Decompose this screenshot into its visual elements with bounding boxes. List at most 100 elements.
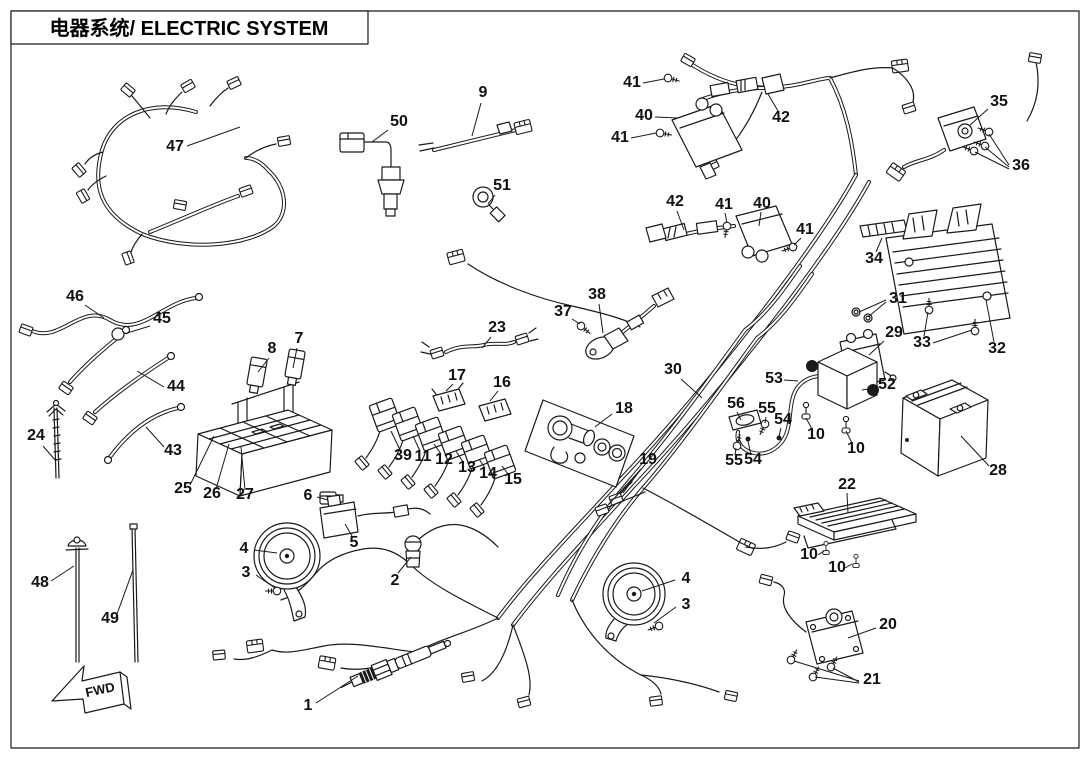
page-title: 电器系统/ ELECTRIC SYSTEM xyxy=(50,16,329,40)
part-24-cable-tie xyxy=(46,399,66,479)
part-22-ecu-module xyxy=(793,497,917,569)
callout-56: 56 xyxy=(727,395,745,412)
leader-line-29 xyxy=(868,340,885,356)
callout-9: 9 xyxy=(479,84,488,101)
part-23-link-wire xyxy=(420,327,539,360)
leader-line-40 xyxy=(654,116,679,119)
part-40-ignition-coil-a xyxy=(655,72,785,180)
callout-26: 26 xyxy=(203,485,221,502)
callout-44: 44 xyxy=(167,378,185,395)
callout-34: 34 xyxy=(865,250,883,267)
bolt-41-icon xyxy=(655,128,674,140)
callout-13: 13 xyxy=(458,459,476,476)
leader-line-10 xyxy=(817,550,825,556)
leader-line-31 xyxy=(858,299,887,313)
leader-line-1 xyxy=(315,675,359,704)
leader-line-34 xyxy=(875,237,883,253)
part-17-relay-socket xyxy=(431,382,466,412)
leader-line-55 xyxy=(764,416,767,424)
callout-29: 29 xyxy=(885,324,903,341)
part-25-fuse-box xyxy=(195,348,333,497)
part-9-jumper-cable xyxy=(418,118,533,152)
callout-10: 10 xyxy=(807,426,825,443)
part-48-cable-tie xyxy=(65,536,89,663)
callout-3: 3 xyxy=(242,564,251,581)
rubber-mount-10-icon xyxy=(822,540,830,556)
callout-48: 48 xyxy=(31,574,49,591)
leader-line-28 xyxy=(960,435,990,467)
part-16-relay-socket xyxy=(478,398,512,422)
rubber-mount-10-icon xyxy=(852,553,860,569)
leader-line-18 xyxy=(594,413,613,428)
callout-41: 41 xyxy=(623,74,641,91)
callout-10: 10 xyxy=(800,546,818,563)
callout-54: 54 xyxy=(744,451,762,468)
leader-line-21 xyxy=(832,667,860,683)
leader-line-27 xyxy=(240,446,246,491)
part-28-battery xyxy=(900,379,989,477)
leader-line-42 xyxy=(676,210,685,231)
fwd-label: FWD xyxy=(84,679,116,700)
fwd-direction-arrow: FWD xyxy=(51,665,132,714)
callout-53: 53 xyxy=(765,370,783,387)
callout-32: 32 xyxy=(988,340,1006,357)
callout-40: 40 xyxy=(635,107,653,124)
leader-line-32 xyxy=(985,299,995,343)
part-5-flasher xyxy=(319,491,431,539)
leader-line-17 xyxy=(445,383,454,392)
leader-line-52 xyxy=(861,387,877,391)
part-51-grommet xyxy=(472,186,506,223)
leader-line-51 xyxy=(487,194,496,205)
callout-41: 41 xyxy=(796,221,814,238)
callout-49: 49 xyxy=(101,610,119,627)
callout-8: 8 xyxy=(268,340,277,357)
callout-46: 46 xyxy=(66,288,84,305)
part-45-cable xyxy=(57,325,131,396)
callout-22: 22 xyxy=(838,476,856,493)
leader-line-16 xyxy=(489,390,499,402)
callout-11: 11 xyxy=(415,448,432,465)
leader-line-36 xyxy=(974,151,1010,170)
leader-line-39 xyxy=(390,430,401,451)
leader-line-53 xyxy=(783,379,799,382)
nut-31-icon xyxy=(851,307,861,317)
callout-24: 24 xyxy=(27,427,45,444)
leader-line-8 xyxy=(257,357,270,373)
part-13-relay xyxy=(437,425,471,461)
part-7-fuse xyxy=(284,348,306,386)
callout-17: 17 xyxy=(448,367,466,384)
callout-23: 23 xyxy=(488,319,506,336)
callout-41: 41 xyxy=(715,196,733,213)
callout-4: 4 xyxy=(682,570,691,587)
callout-41: 41 xyxy=(611,129,629,146)
part-43-cable xyxy=(103,402,186,465)
leader-line-48 xyxy=(50,565,75,582)
leader-line-3 xyxy=(255,574,276,589)
leader-line-44 xyxy=(136,370,165,388)
leader-line-10 xyxy=(844,563,853,569)
callout-10: 10 xyxy=(847,440,865,457)
leader-line-41 xyxy=(630,132,657,139)
part-2-sensor xyxy=(404,523,499,568)
leader-line-33 xyxy=(923,311,929,337)
leader-line-7 xyxy=(292,347,298,369)
part-20-gear-actuator xyxy=(758,573,864,683)
callout-3: 3 xyxy=(682,596,691,613)
callout-36: 36 xyxy=(1012,157,1030,174)
part-47-front-harness xyxy=(71,75,292,266)
callout-14: 14 xyxy=(479,465,497,482)
leader-line-21 xyxy=(793,660,860,682)
callout-45: 45 xyxy=(153,310,171,327)
leader-line-22 xyxy=(846,492,849,514)
rubber-mount-10-icon xyxy=(841,415,851,434)
part-18-switch-kit xyxy=(524,399,635,488)
leader-line-46 xyxy=(84,304,105,319)
callout-16: 16 xyxy=(493,374,511,391)
leader-line-9 xyxy=(471,102,482,137)
rivet-54-icon xyxy=(745,436,751,442)
leader-line-6 xyxy=(316,496,329,501)
leader-line-50 xyxy=(371,129,389,143)
page-border xyxy=(10,10,1080,749)
leader-line-24 xyxy=(42,445,57,462)
